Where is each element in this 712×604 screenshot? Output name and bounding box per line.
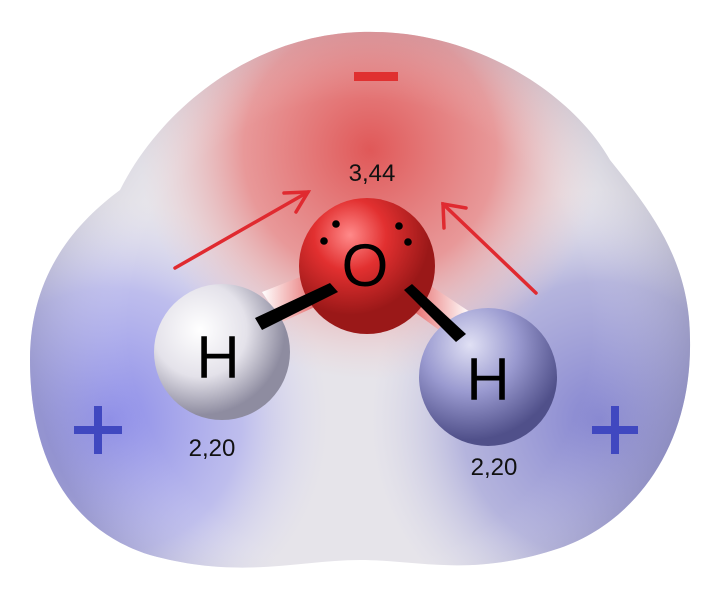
positive-charge-sign-right: [592, 406, 638, 454]
oxygen-electronegativity: 3,44: [349, 160, 396, 187]
hydrogen-symbol-left: H: [196, 324, 239, 391]
oxygen-atom: [299, 198, 435, 334]
oxygen-symbol: O: [342, 232, 389, 299]
polarity-arrow-right: [441, 201, 538, 295]
polarity-arrow-left: [173, 190, 312, 270]
lone-pair-left: [320, 220, 340, 245]
positive-charge-sign-left: [74, 406, 122, 454]
hydrogen-symbol-right: H: [466, 346, 509, 413]
wedge-bond-left: [255, 283, 338, 330]
hydrogen-atom-right: [419, 308, 557, 446]
wedge-bond-right: [404, 284, 466, 342]
negative-charge-sign: [354, 72, 398, 81]
lone-pair-right: [395, 222, 412, 246]
hydrogen-right-electronegativity: 2,20: [471, 454, 518, 481]
hydrogen-left-electronegativity: 2,20: [189, 435, 236, 462]
